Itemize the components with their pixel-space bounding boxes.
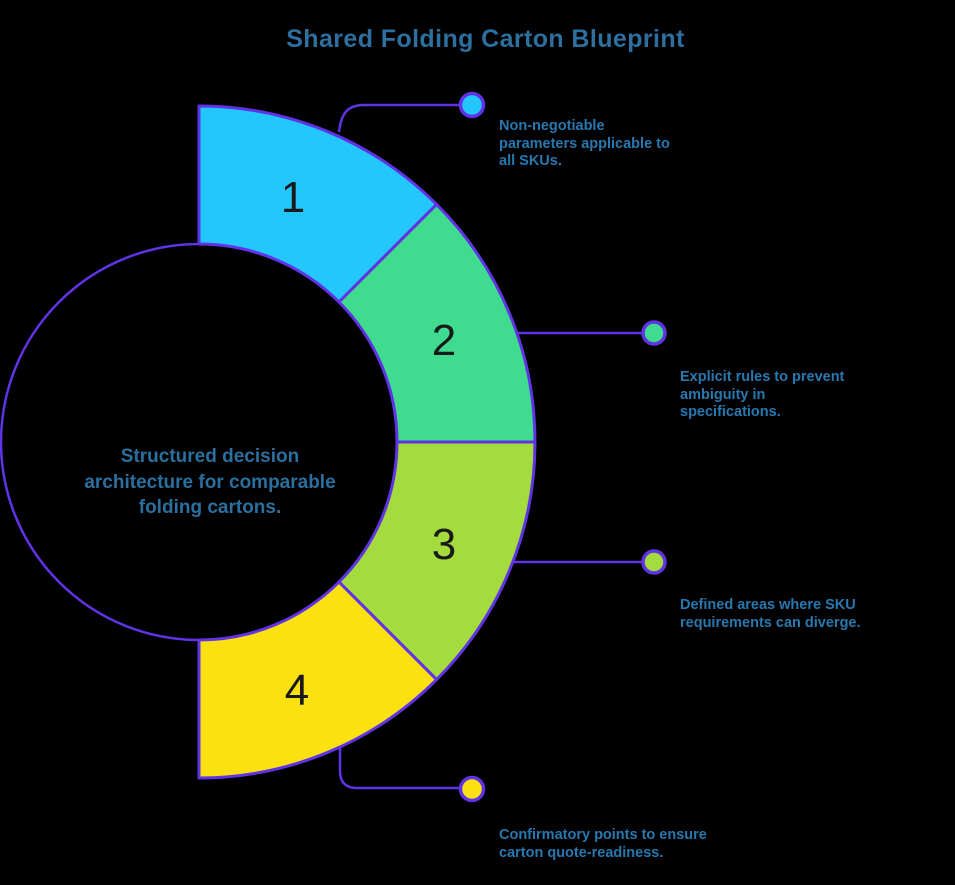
center-label: Structured decision architecture for com… [84, 446, 336, 518]
donut-segment-4 [197, 580, 439, 780]
segment-number-4: 4 [284, 666, 310, 715]
center-circle [0, 242, 399, 642]
page-title: Shared Folding Carton Blueprint [286, 25, 685, 53]
segment-description-2: Explicit rules to prevent ambiguity in s… [680, 369, 845, 420]
marker-dot-1 [458, 91, 486, 119]
marker-dot-2 [641, 320, 667, 346]
segment-number-1: 1 [280, 173, 306, 222]
segment-number-3: 3 [431, 520, 457, 569]
marker-dot-4 [458, 775, 486, 803]
marker-dot-3 [641, 549, 667, 575]
segment-number-2: 2 [431, 316, 457, 365]
segment-description-4: Confirmatory points to ensure carton quo… [499, 827, 707, 861]
connector-line-1 [337, 103, 459, 133]
connector-line-4 [338, 747, 459, 790]
segment-description-1: Non-negotiable parameters applicable to … [499, 118, 670, 169]
segment-description-3: Defined areas where SKU requirements can… [680, 597, 861, 631]
